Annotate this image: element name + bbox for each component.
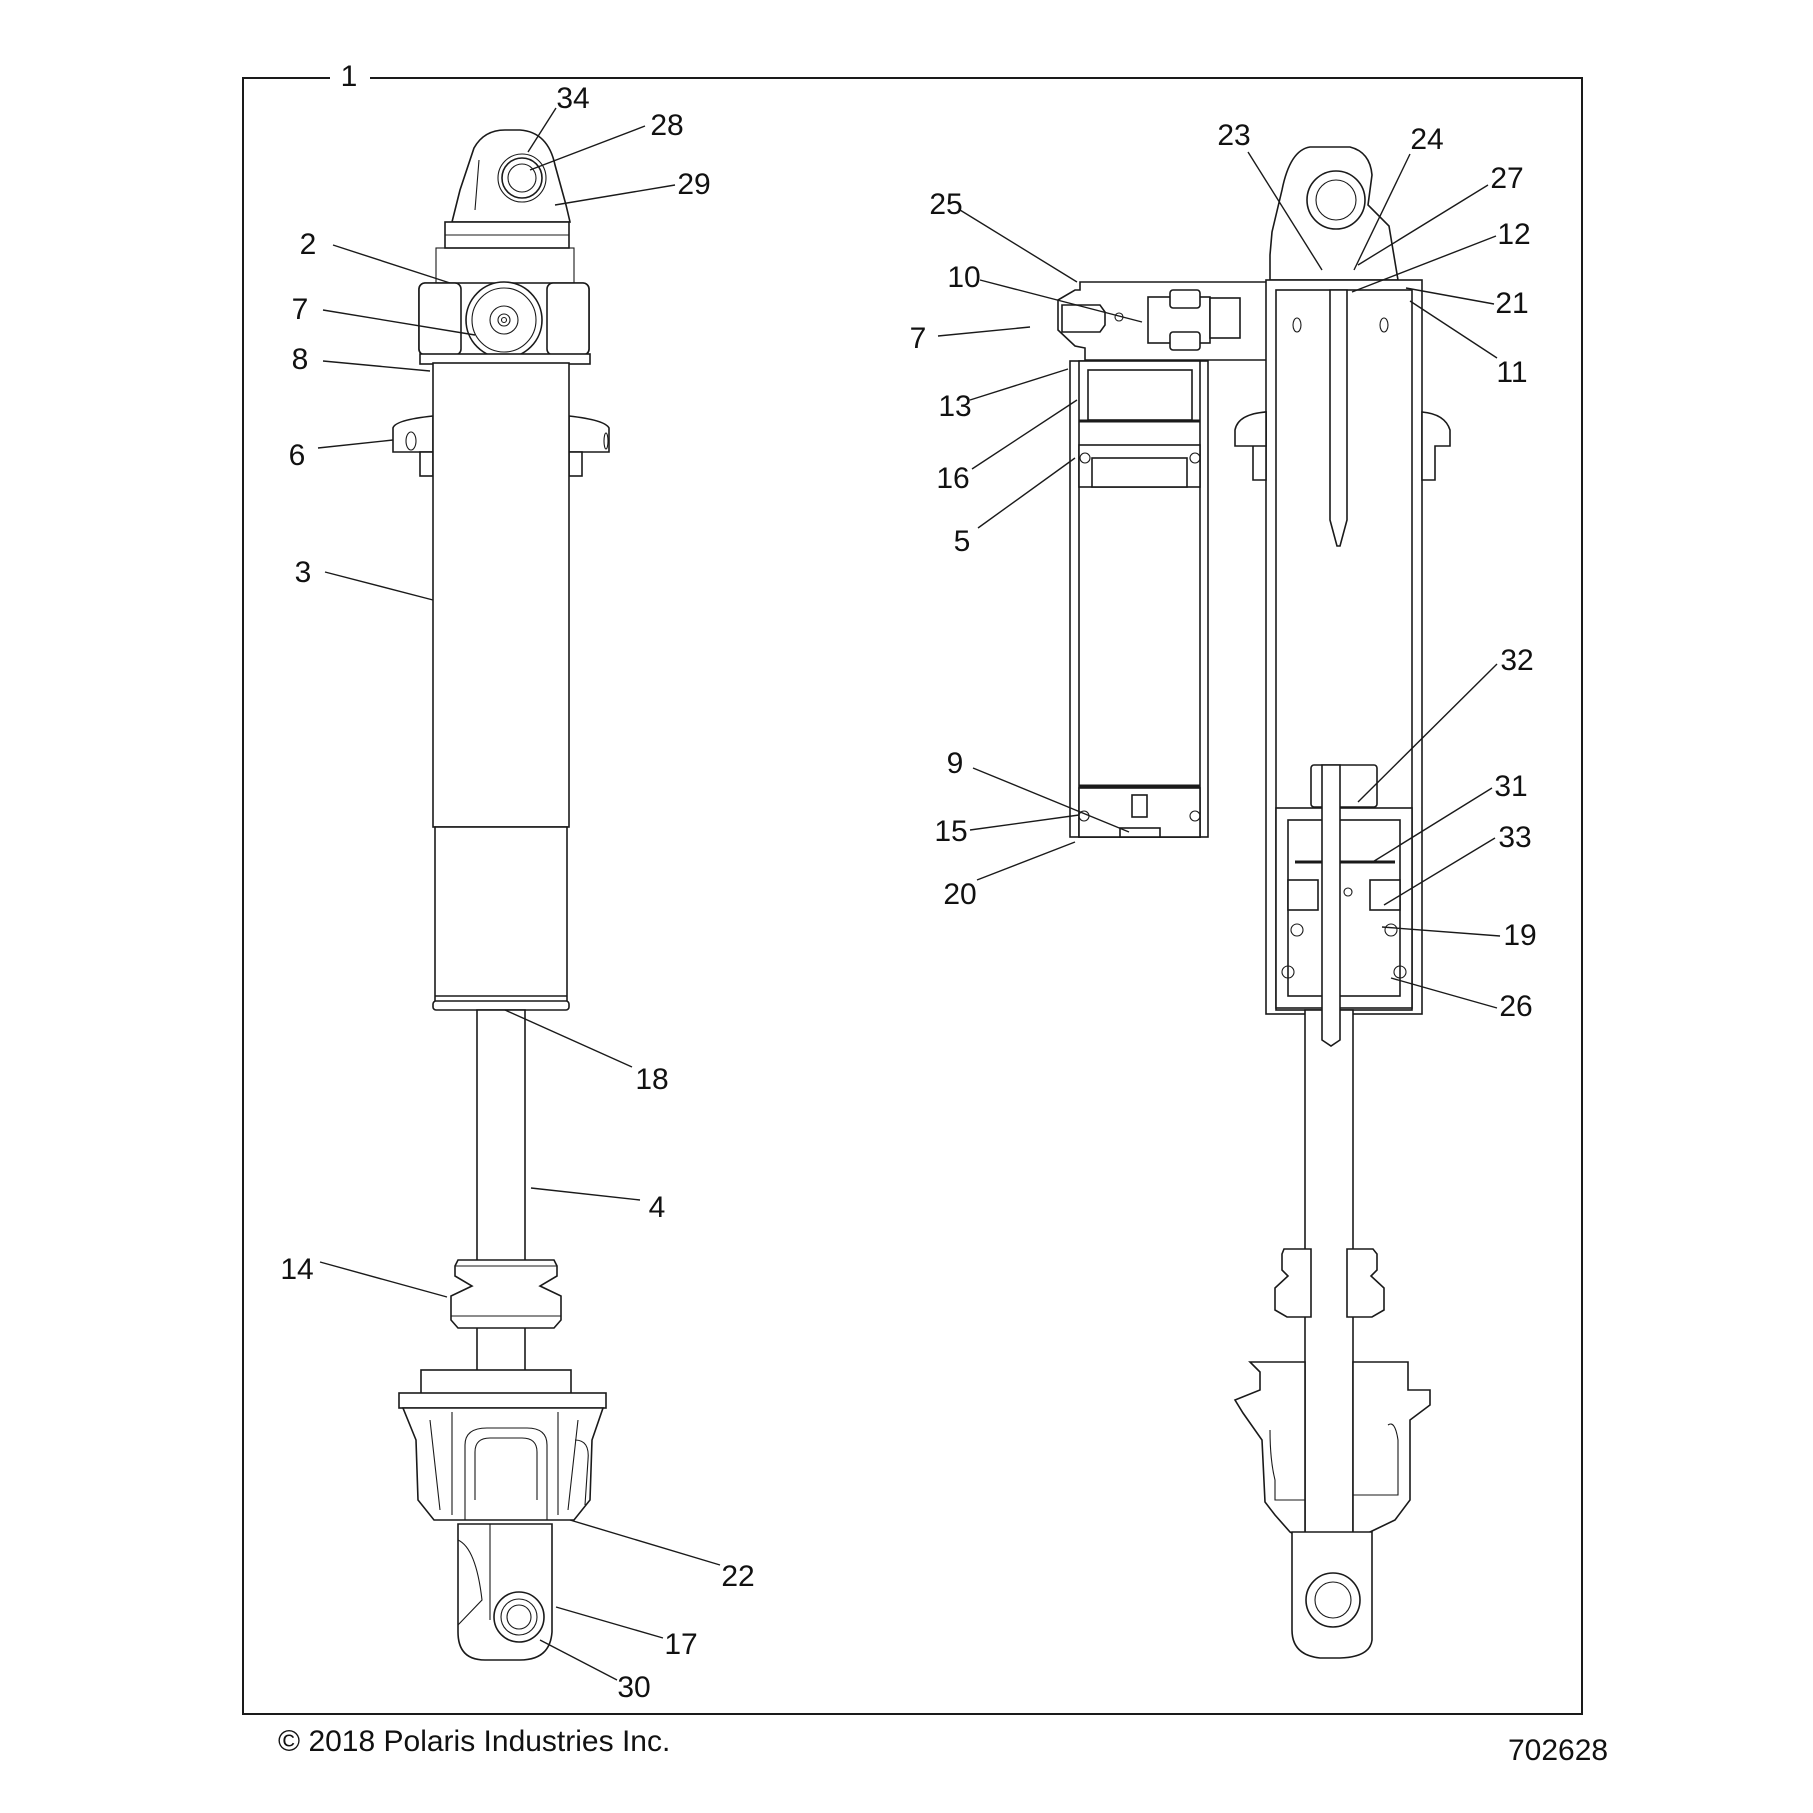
callout-25: 25 <box>929 188 962 221</box>
callout-9: 9 <box>947 747 964 780</box>
cross-section-view <box>1057 146 1451 1659</box>
exterior-view <box>392 129 610 1661</box>
callout-31: 31 <box>1494 770 1527 803</box>
callout-15: 15 <box>934 815 967 848</box>
callout-16: 16 <box>936 462 969 495</box>
section-bump-stop <box>1274 1248 1312 1318</box>
callout-20: 20 <box>943 878 976 911</box>
callout-7-exterior: 7 <box>292 293 309 326</box>
section-bottom-bushing <box>1305 1572 1361 1628</box>
leader-lines <box>317 107 1501 1681</box>
adjuster-needle <box>1329 289 1348 547</box>
callout-17: 17 <box>664 1628 697 1661</box>
callout-13: 13 <box>938 390 971 423</box>
callout-2: 2 <box>300 228 317 261</box>
callout-7-section: 7 <box>910 322 927 355</box>
callout-29: 29 <box>677 168 710 201</box>
callout-8: 8 <box>292 343 309 376</box>
callout-33: 33 <box>1498 821 1531 854</box>
callout-19: 19 <box>1503 919 1536 952</box>
callout-6: 6 <box>289 439 306 472</box>
callout-labels: 1 34 28 29 2 7 8 6 3 18 4 14 22 17 30 25… <box>280 60 1536 1704</box>
callout-10: 10 <box>947 261 980 294</box>
reservoir-bladder <box>1087 369 1193 421</box>
bump-stop <box>450 1259 562 1329</box>
callout-14: 14 <box>280 1253 313 1286</box>
spring-collar <box>392 415 434 453</box>
callout-1: 1 <box>341 60 358 93</box>
callout-4: 4 <box>649 1191 666 1224</box>
figure-number: 702628 <box>1508 1734 1609 1767</box>
section-bottom-cup <box>1233 1361 1306 1542</box>
shock-body-tube <box>432 362 570 828</box>
wiper-ring <box>432 1000 570 1011</box>
callout-26: 26 <box>1499 990 1532 1023</box>
callout-23: 23 <box>1217 119 1250 152</box>
callout-34: 34 <box>556 82 589 115</box>
callout-12: 12 <box>1497 218 1530 251</box>
copyright-notice: © 2018 Polaris Industries Inc. <box>278 1725 671 1758</box>
callout-22: 22 <box>721 1560 754 1593</box>
callout-28: 28 <box>650 109 683 142</box>
bottom-spring-seat <box>420 1369 572 1395</box>
callout-27: 27 <box>1490 162 1523 195</box>
callout-18: 18 <box>635 1063 668 1096</box>
section-shaft-core <box>1321 764 1341 1047</box>
callout-5: 5 <box>954 525 971 558</box>
callout-3: 3 <box>295 556 312 589</box>
section-shaft <box>1304 1009 1354 1541</box>
callout-24: 24 <box>1410 123 1443 156</box>
callout-11: 11 <box>1496 356 1527 389</box>
lower-body-tube <box>434 826 568 1003</box>
callout-32: 32 <box>1500 644 1533 677</box>
adjuster-knob <box>465 281 543 359</box>
callout-21: 21 <box>1495 287 1528 320</box>
callout-30: 30 <box>617 1671 650 1704</box>
bottom-eyelet <box>457 1523 553 1661</box>
diagram-frame <box>242 77 1583 1715</box>
